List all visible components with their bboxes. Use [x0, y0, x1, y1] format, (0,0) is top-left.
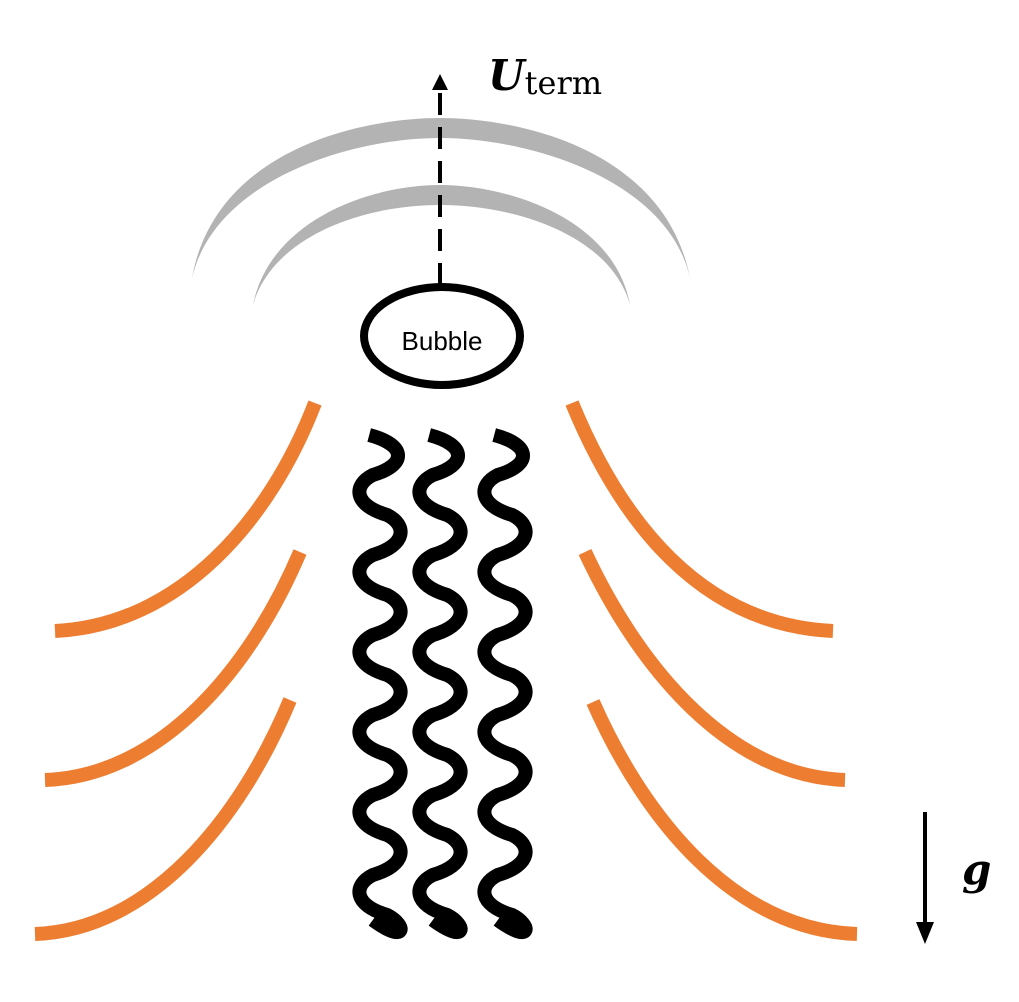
wake-wave-2	[412, 428, 468, 939]
bubble-outline	[360, 283, 524, 389]
front-arcs	[192, 118, 690, 305]
streamline-left-3	[34, 697, 297, 941]
streamline-right-2	[578, 549, 846, 787]
streamline-right-1	[565, 400, 834, 638]
arrow-up-dashed-icon	[432, 74, 448, 90]
streamline-right-3	[586, 699, 858, 941]
front-arc-outer	[192, 118, 690, 278]
streamline-left-2	[44, 549, 307, 787]
velocity-label: Uterm	[488, 51, 602, 102]
bubble: Bubble	[360, 283, 524, 389]
front-arc-inner	[253, 185, 630, 305]
streamlines	[34, 400, 858, 941]
velocity-subscript: term	[525, 64, 602, 102]
wake-waves	[352, 428, 533, 939]
arrow-down-icon	[916, 922, 934, 944]
wake-wave-1	[352, 428, 408, 939]
gravity-arrow	[916, 812, 934, 944]
gravity-label: g	[962, 845, 991, 894]
velocity-arrow	[432, 74, 448, 285]
velocity-symbol: U	[488, 51, 527, 100]
streamline-left-1	[54, 400, 322, 638]
wake-wave-3	[477, 428, 533, 939]
bubble-label: Bubble	[402, 326, 483, 356]
